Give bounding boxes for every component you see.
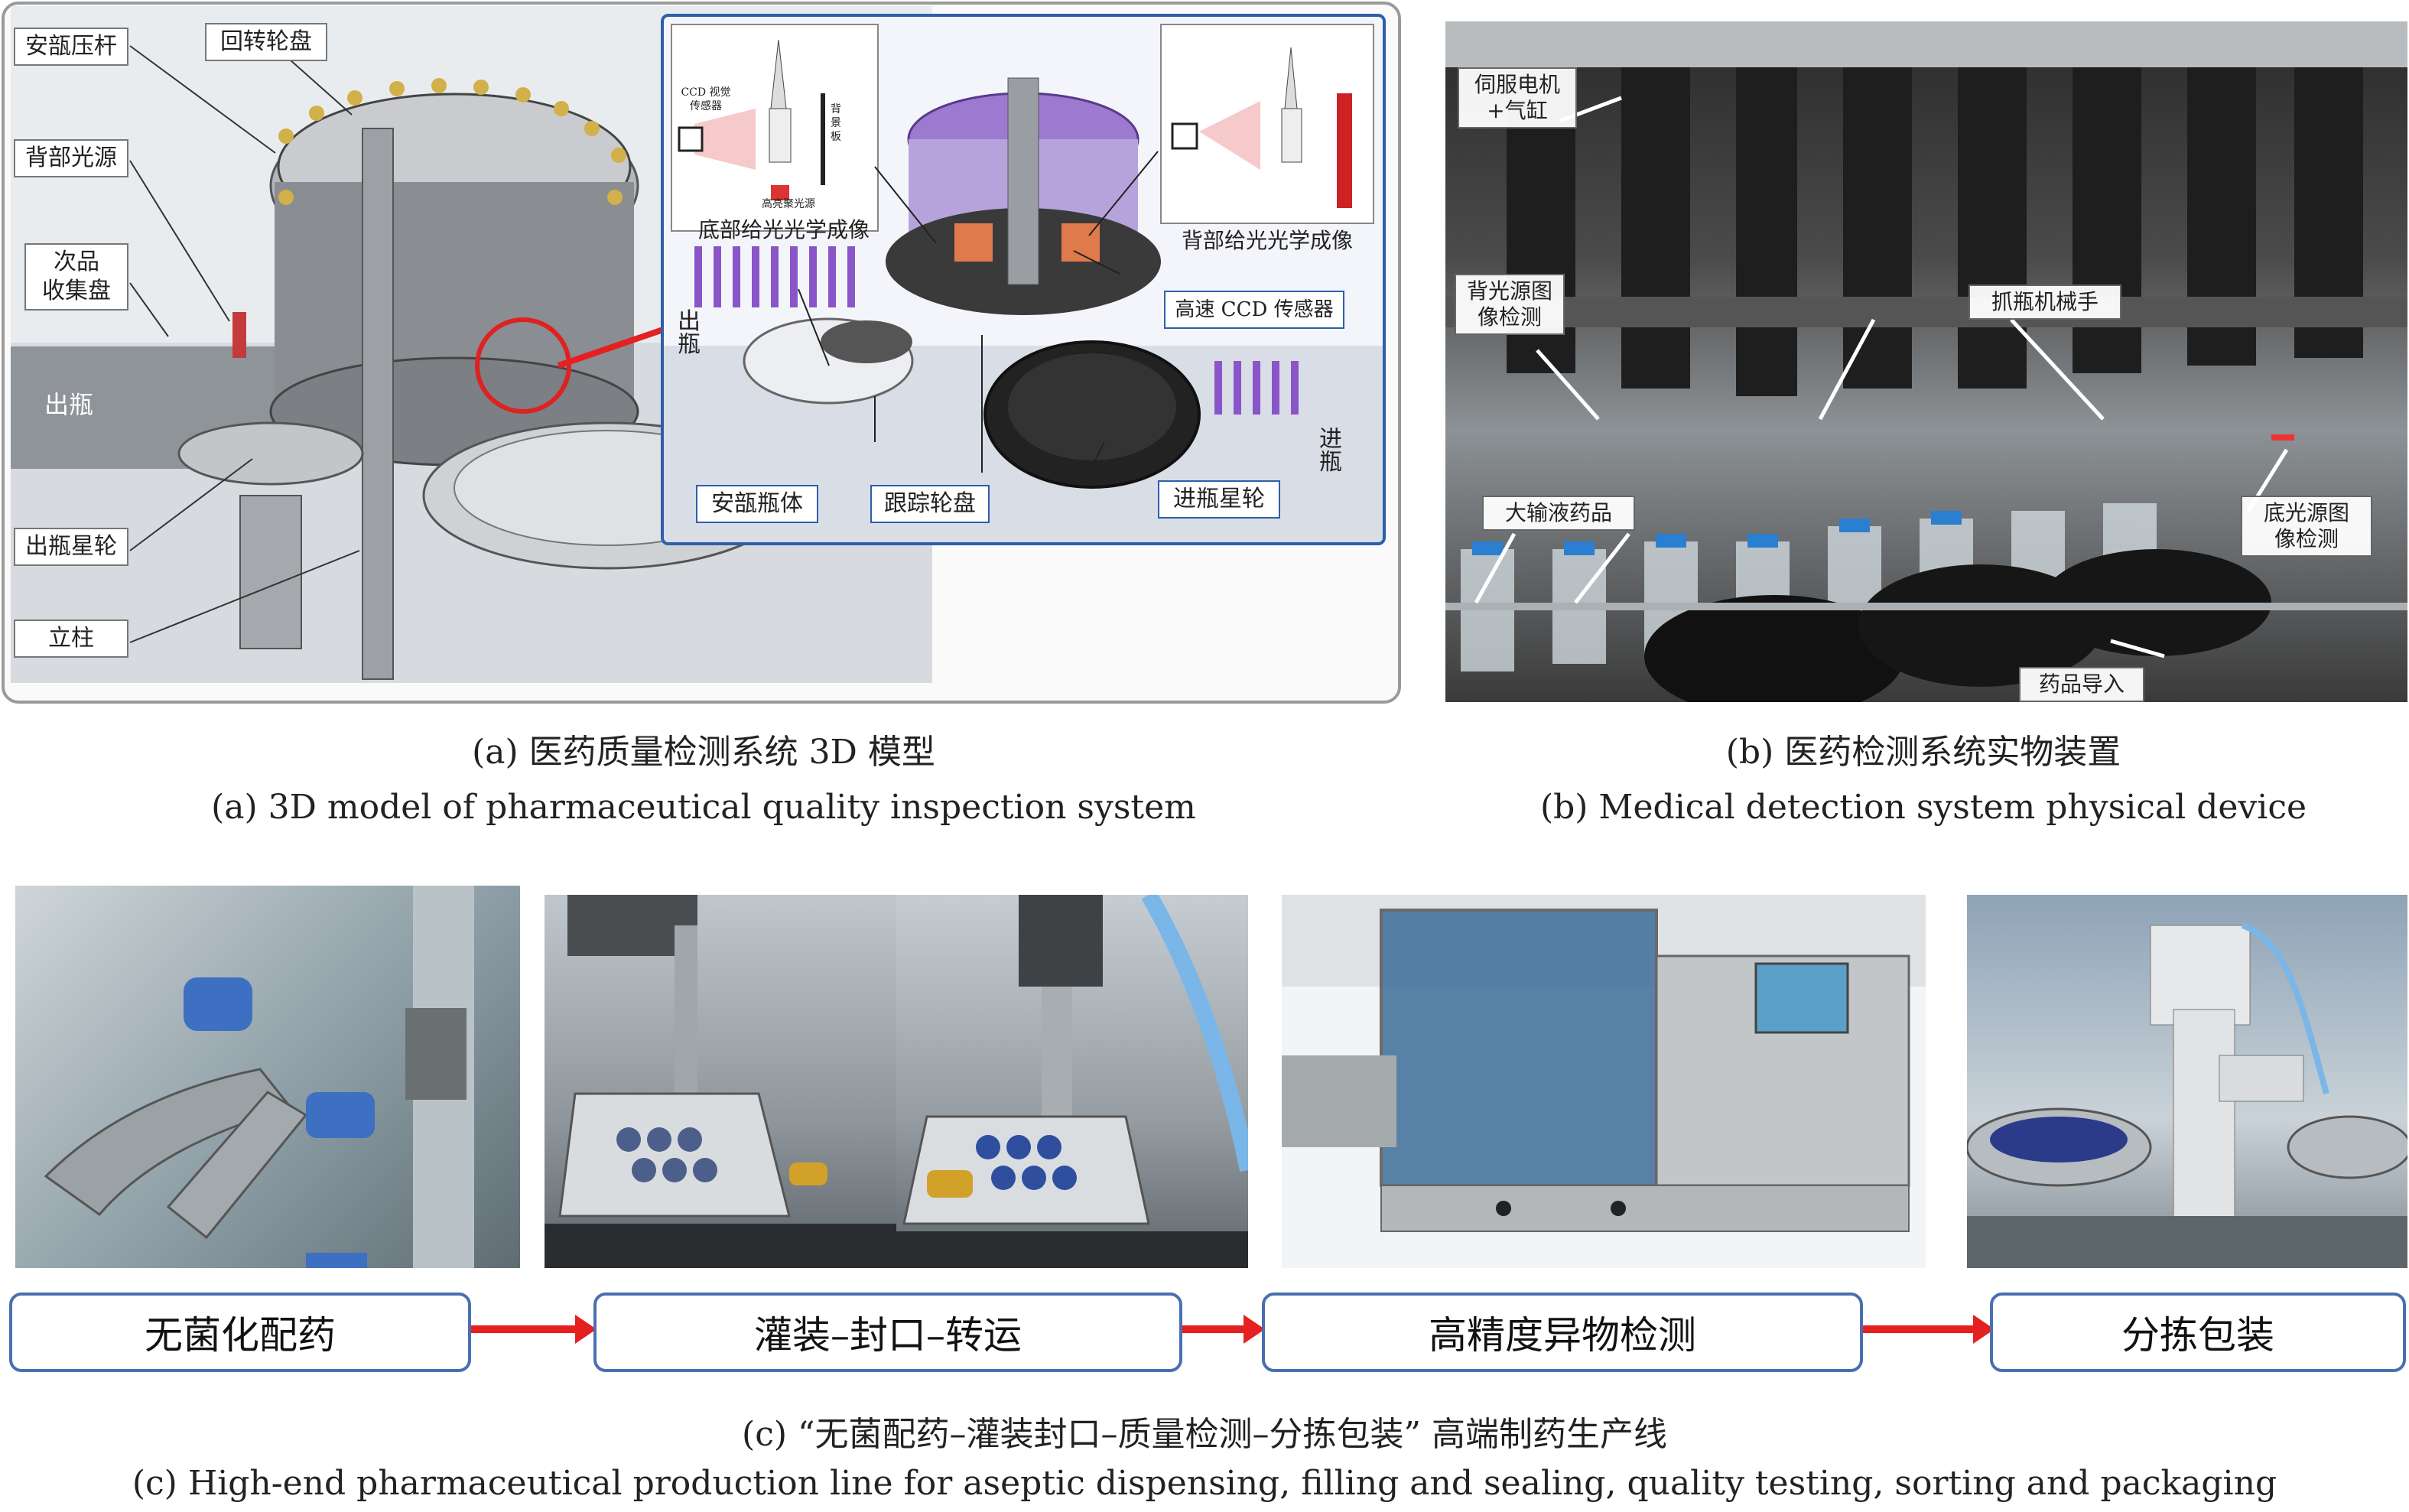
label-ampoule-body: 安瓿瓶体: [696, 485, 818, 523]
label-ampoule-press: 安瓿压杆: [14, 28, 128, 66]
panel-b-photo: [1445, 21, 2407, 702]
label-gripper: 抓瓶机械手: [1968, 285, 2121, 320]
label-bottom-light-detect: 底光源图 像检测: [2241, 496, 2372, 557]
photo-inspection: [1282, 895, 1926, 1268]
caption-c-en: (c) High-end pharmaceutical production l…: [132, 1464, 2277, 1503]
caption-b-en: (b) Medical detection system physical de…: [1539, 788, 2307, 827]
panel-a-3d-model: [11, 6, 932, 683]
photo-aseptic-dispensing: [15, 886, 520, 1268]
label-in-star-wheel: 进瓶星轮: [1158, 480, 1280, 519]
flow-step-inspection: 高精度异物检测: [1262, 1293, 1863, 1372]
panel-a-leader-lines: [129, 45, 667, 643]
photo-filling: [545, 895, 896, 1268]
label-in-bottle: 进瓶: [1319, 426, 1342, 476]
model-drawing: [11, 78, 932, 683]
panel-b-arrows: [1474, 96, 2289, 658]
caption-c-zh: (c) “无菌配药–灌装封口–质量检测–分拣包装” 高端制药生产线: [742, 1415, 1667, 1454]
device-photo: [1445, 21, 2407, 702]
label-infusion: 大输液药品: [1482, 496, 1635, 531]
flow-arrow-1: [471, 1315, 597, 1344]
label-feed-in: 药品导入: [2019, 667, 2144, 702]
label-column: 立柱: [14, 619, 128, 658]
caption-a-zh: (a) 医药质量检测系统 3D 模型: [472, 733, 935, 772]
panel-a-inset: [661, 14, 1386, 545]
label-tracking-disk: 跟踪轮盘: [870, 485, 990, 523]
inset-leader-lines: [798, 151, 1159, 473]
zoom-arrow: [557, 326, 667, 369]
caption-b-zh: (b) 医药检测系统实物装置: [1725, 733, 2121, 772]
inset-drawing: [664, 24, 1383, 542]
label-backlight-detect: 背光源图 像检测: [1455, 274, 1565, 335]
caption-a-en: (a) 3D model of pharmaceutical quality i…: [211, 788, 1196, 827]
label-back-imaging: 背部给光光学成像: [1181, 228, 1353, 253]
flow-step-filling-sealing: 灌装–封口–转运: [593, 1293, 1182, 1372]
label-ccd-sensor-small: CCD 视觉 传感器: [681, 86, 731, 112]
photo-sorting: [1967, 895, 2407, 1268]
label-highspeed-ccd: 高速 CCD 传感器: [1164, 291, 1344, 329]
label-back-plate-small: 背 景 板: [831, 103, 841, 143]
flow-step-aseptic-dispensing: 无菌化配药: [9, 1293, 471, 1372]
label-rotary-disk: 回转轮盘: [205, 23, 327, 61]
label-out-star-wheel: 出瓶星轮: [14, 528, 128, 566]
label-bottle-out: 出瓶: [44, 390, 93, 419]
label-back-light: 背部光源: [14, 139, 128, 177]
label-bottom-imaging: 底部给光光学成像: [697, 217, 870, 242]
flow-arrow-2: [1182, 1315, 1265, 1344]
label-servo: 伺服电机 +气缸: [1458, 67, 1577, 128]
flow-arrow-3: [1863, 1315, 1994, 1344]
label-out-bottle: 出瓶: [678, 308, 701, 358]
photo-sealing: [896, 895, 1248, 1268]
label-reject-tray: 次品 收集盘: [24, 243, 128, 311]
label-high-light-small: 高亮聚光源: [762, 198, 815, 210]
flow-step-sorting-packaging: 分拣包装: [1990, 1293, 2406, 1372]
